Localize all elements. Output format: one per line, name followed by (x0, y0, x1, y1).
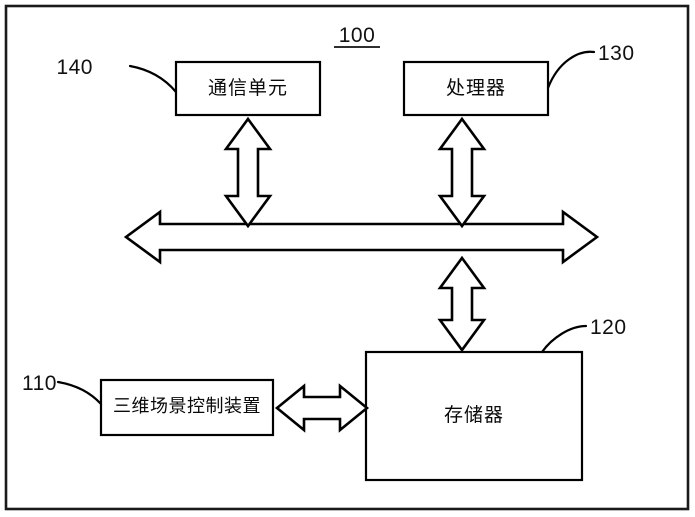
ref-number-110: 110 (22, 372, 57, 395)
ref-number-130: 130 (598, 42, 635, 65)
ref-number-120: 120 (590, 316, 627, 339)
box-scene-control-device[interactable] (99, 378, 275, 437)
connector-scene-to-memory (274, 383, 370, 433)
ref-number-140: 140 (56, 56, 93, 79)
box-processor[interactable] (402, 60, 550, 117)
connector-comm-to-bus (223, 116, 273, 229)
connector-processor-to-bus (437, 116, 487, 229)
box-memory[interactable] (364, 350, 584, 482)
leader-line-120 (540, 324, 588, 354)
page-frame (4, 4, 690, 511)
leader-line-130 (546, 50, 596, 90)
system-bus-arrow (123, 209, 600, 265)
box-communication-unit[interactable] (174, 60, 322, 117)
connector-bus-to-memory (437, 255, 487, 353)
leader-line-140 (128, 64, 178, 94)
figure-number: 100 (339, 24, 376, 47)
leader-line-110 (56, 380, 103, 406)
